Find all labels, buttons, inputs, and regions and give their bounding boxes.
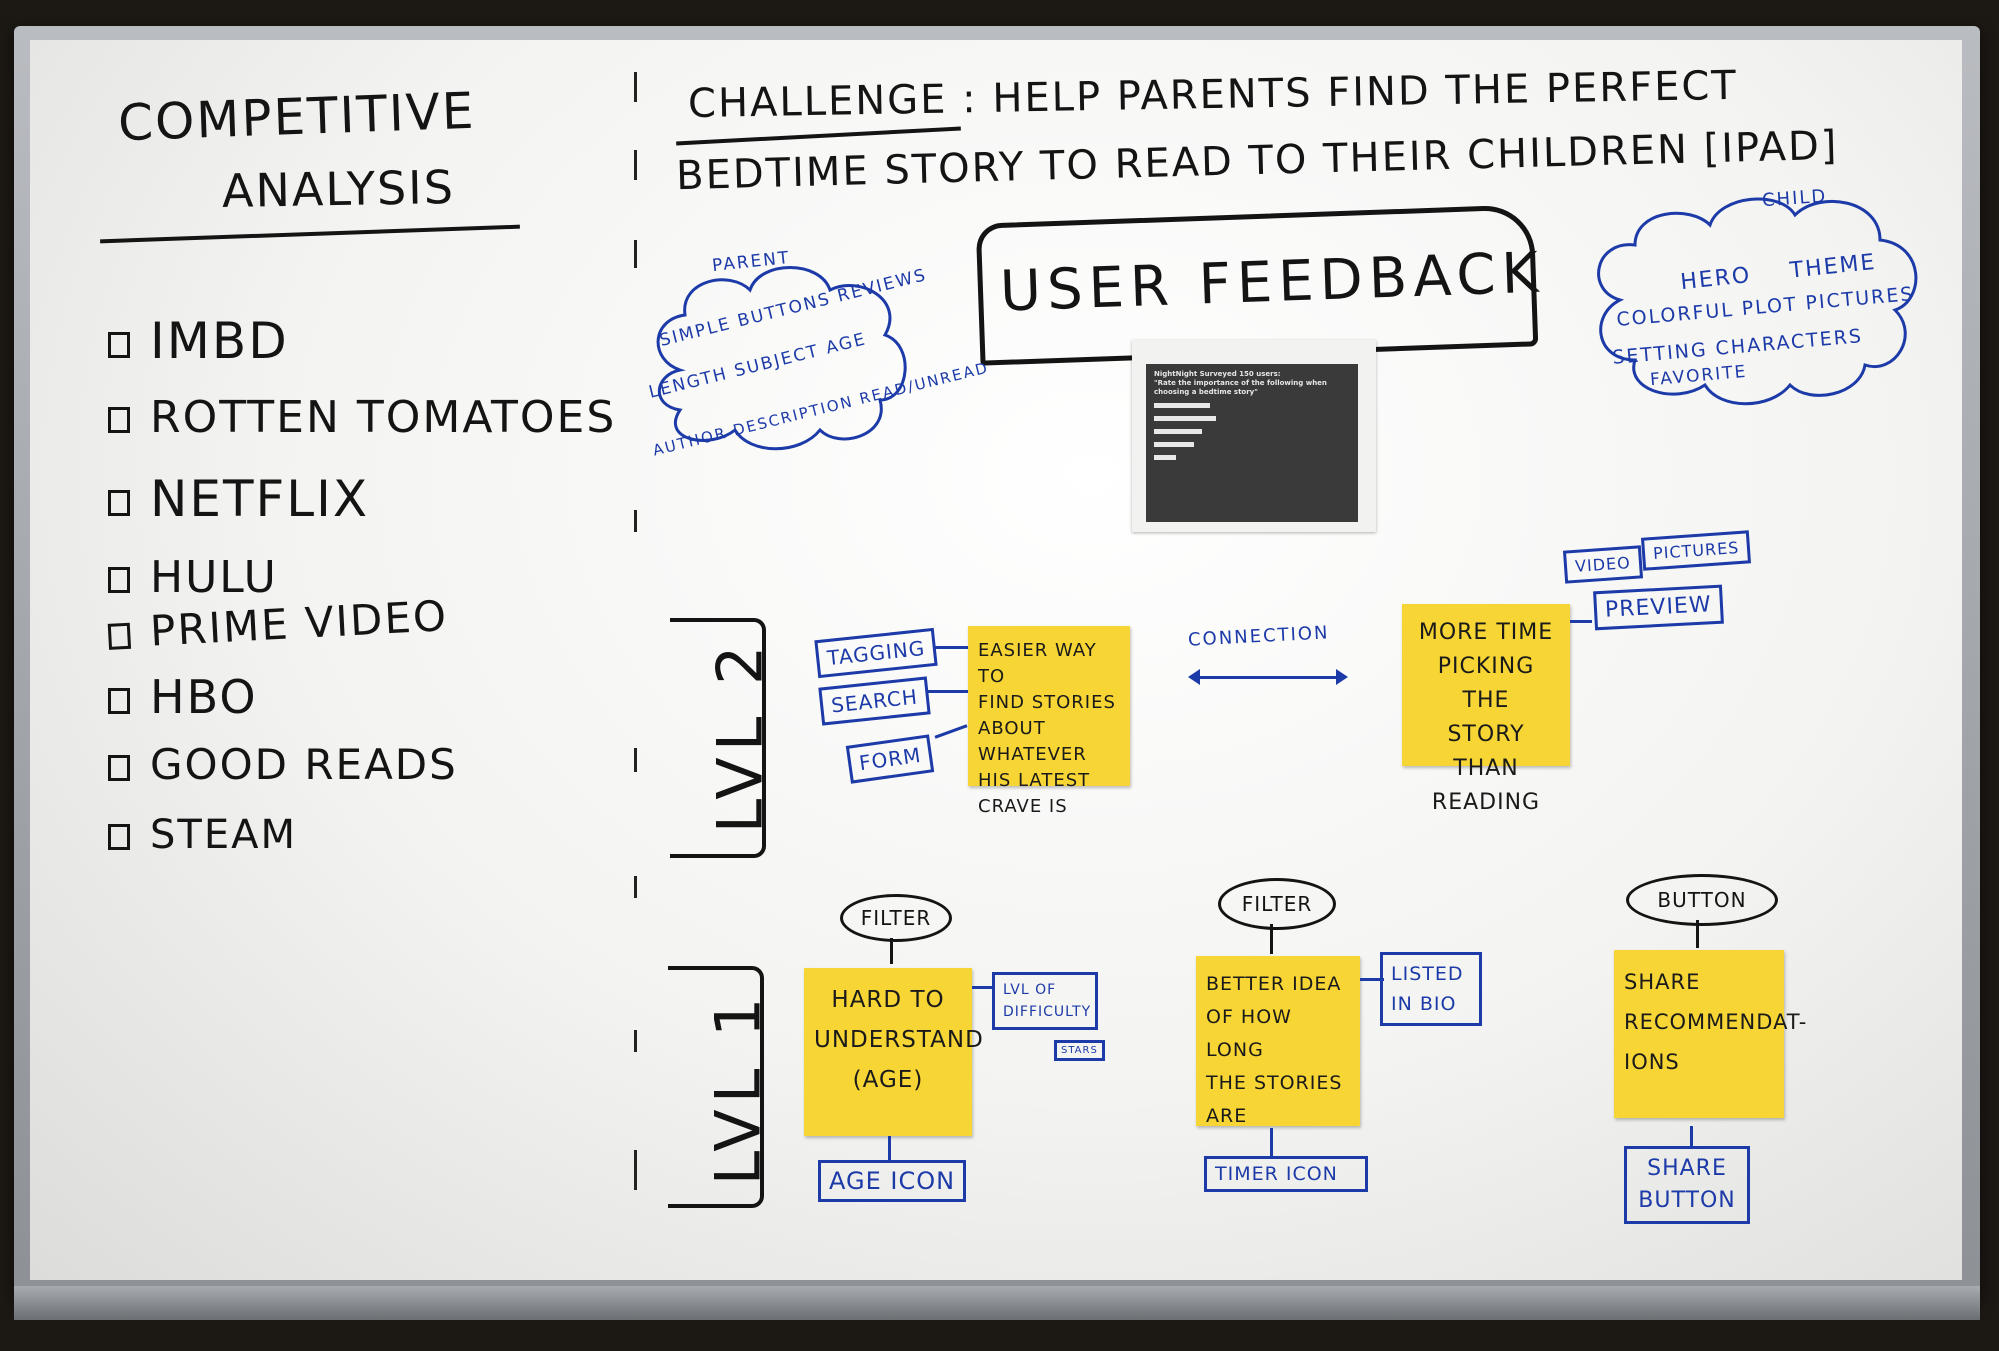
survey-bar [1154, 428, 1202, 434]
list-item: IMBD [108, 312, 289, 370]
divider-dash [634, 876, 637, 898]
sticky-note-more-time: MORE TIME PICKING THE STORY THAN READING [1402, 604, 1570, 815]
checkbox-icon [108, 687, 130, 714]
list-item: STEAM [108, 812, 297, 858]
survey-title: NightNight Surveyed 150 users: [1154, 370, 1281, 378]
divider-dash [634, 748, 637, 772]
button-oval: BUTTON [1626, 874, 1778, 926]
competitive-analysis-subtitle: ANALYSIS [221, 159, 456, 219]
list-item: HULU [108, 552, 278, 603]
survey-bar [1154, 402, 1210, 408]
stars-tag: STARS [1054, 1040, 1105, 1061]
list-item: ROTTEN TOMATOES [108, 392, 616, 443]
listed-in-bio-tag: LISTED IN BIO [1380, 952, 1482, 1026]
checkbox-icon [108, 567, 130, 593]
checkbox-icon [108, 824, 130, 850]
survey-bar-row [1154, 427, 1350, 436]
sticky-note-story-length: BETTER IDEA OF HOW LONG THE STORIES ARE [1196, 956, 1360, 1127]
connector-line [890, 938, 893, 964]
divider-dash [634, 240, 637, 268]
connector-line [1270, 924, 1273, 954]
divider-dash [634, 1030, 637, 1052]
connector-line [928, 690, 968, 693]
lvl2-label: LVL 2 [703, 639, 777, 834]
divider-dash [634, 150, 637, 180]
list-item: HBO [108, 670, 258, 724]
lvl1-bracket [668, 966, 764, 1208]
double-arrow-icon [1188, 669, 1348, 685]
survey-bar-row [1154, 453, 1350, 462]
divider-dash [634, 510, 637, 532]
lvl2-bracket [670, 618, 766, 858]
list-item: GOOD READS [108, 740, 458, 789]
sticky-note-share: SHARE RECOMMENDAT- IONS [1614, 950, 1806, 1118]
connector-line [1570, 620, 1592, 623]
sticky-note-hard-to-understand: HARD TO UNDERSTAND (AGE) [804, 968, 983, 1136]
share-button-tag: SHARE BUTTON [1624, 1146, 1750, 1224]
survey-image: NightNight Surveyed 150 users: "Rate the… [1146, 364, 1358, 522]
marker-tray [14, 1286, 1980, 1320]
survey-question: "Rate the importance of the following wh… [1154, 379, 1327, 396]
connector-line [1690, 1126, 1693, 1148]
connector-line [1696, 920, 1699, 948]
age-icon-tag: AGE ICON [818, 1160, 967, 1202]
survey-bar [1154, 415, 1216, 421]
checkbox-icon [108, 754, 130, 781]
video-tag: VIDEO [1562, 545, 1643, 584]
difficulty-tag: LVL OF DIFFICULTY [992, 972, 1098, 1030]
checkbox-icon [107, 622, 132, 650]
filter-oval: FILTER [840, 894, 952, 942]
filter-oval: FILTER [1218, 878, 1336, 930]
survey-bar-row [1154, 440, 1350, 449]
survey-bar [1154, 441, 1194, 447]
checkbox-icon [108, 331, 130, 358]
survey-bar-row [1154, 414, 1350, 423]
divider-dash [634, 1150, 637, 1190]
connector-line [1360, 978, 1384, 981]
connector-line [972, 986, 994, 989]
divider-dash [634, 72, 637, 102]
checkbox-icon [108, 407, 130, 433]
parent-cloud-outline [656, 266, 907, 451]
lvl1-label: LVL 1 [701, 991, 775, 1186]
connector-line [1270, 1128, 1273, 1156]
timer-icon-tag: TIMER ICON [1204, 1156, 1368, 1192]
sticky-note-find-stories: EASIER WAY TO FIND STORIES ABOUT WHATEVE… [968, 626, 1130, 817]
preview-tag: PREVIEW [1593, 584, 1724, 631]
survey-bar-row [1154, 401, 1350, 410]
survey-bar [1154, 454, 1176, 460]
connector-line [888, 1136, 891, 1160]
checkbox-icon [108, 489, 130, 516]
child-cloud-outline [1597, 197, 1918, 406]
connector-line [934, 646, 968, 649]
list-item: NETFLIX [108, 470, 369, 528]
